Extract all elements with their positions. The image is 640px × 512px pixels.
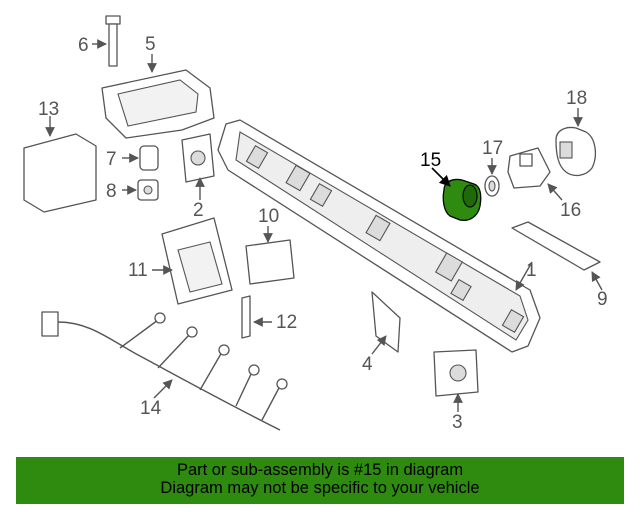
part-12-clip[interactable]: [241, 295, 251, 339]
part-10-module[interactable]: [245, 239, 295, 285]
callout-16: 16: [560, 200, 581, 221]
part-3-lower-bracket[interactable]: [433, 349, 479, 397]
part-6-bolt[interactable]: [105, 15, 121, 67]
callout-11: 11: [128, 260, 148, 281]
banner-line-2: Diagram may not be specific to your vehi…: [160, 479, 480, 497]
parts-diagram: 1 2 3 4 5 6 7 8 9 10 11 12 13 14 15 16 1…: [23, 15, 608, 433]
part-7-spacer[interactable]: [139, 145, 159, 171]
part-17-seal-ring[interactable]: [484, 175, 500, 197]
callout-9: 9: [597, 289, 608, 310]
callout-10: 10: [258, 206, 279, 227]
callout-6: 6: [78, 35, 89, 56]
callout-17: 17: [482, 138, 503, 159]
callout-12: 12: [276, 312, 297, 333]
banner-line-1: Part or sub-assembly is #15 in diagram: [176, 461, 464, 479]
callout-2: 2: [193, 200, 204, 221]
part-13-panel[interactable]: [23, 133, 97, 213]
part-16-sensor-bracket[interactable]: [507, 147, 551, 189]
callout-7: 7: [106, 149, 117, 170]
callout-3: 3: [452, 412, 463, 433]
highlight-banner: Part or sub-assembly is #15 in diagram D…: [16, 457, 624, 504]
part-15-sensor-highlighted[interactable]: [442, 178, 482, 222]
part-11-bracket-assembly[interactable]: [161, 217, 233, 305]
callout-14: 14: [140, 398, 162, 419]
callout-5: 5: [145, 34, 156, 55]
part-14-wiring-harness[interactable]: [41, 311, 288, 431]
callout-4: 4: [362, 354, 373, 375]
part-18-sensor-housing[interactable]: [555, 126, 597, 177]
callout-15: 15: [420, 150, 441, 171]
part-1-bumper-beam[interactable]: [217, 119, 541, 353]
callout-8: 8: [106, 181, 117, 202]
part-2-bracket[interactable]: [181, 133, 215, 183]
callout-1: 1: [526, 260, 537, 281]
part-4-shield[interactable]: [371, 291, 401, 353]
callout-13: 13: [38, 99, 59, 120]
part-8-nut[interactable]: [137, 179, 159, 201]
part-9-trim-strip[interactable]: [511, 221, 601, 271]
part-5-step-pad[interactable]: [101, 69, 215, 139]
callout-18: 18: [566, 88, 587, 109]
